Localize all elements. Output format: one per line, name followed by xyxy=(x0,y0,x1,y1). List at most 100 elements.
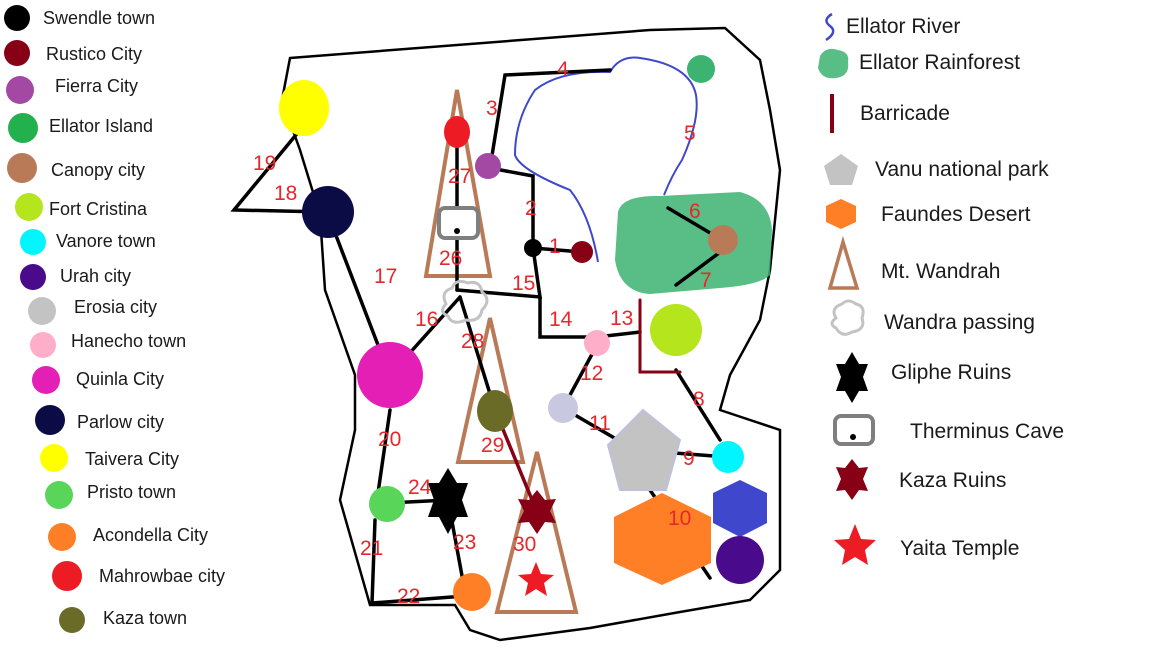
route-number: 24 xyxy=(408,476,432,499)
legend-label: Acondella City xyxy=(93,525,208,545)
cave-icon xyxy=(833,414,875,446)
route-number: 12 xyxy=(580,362,603,385)
rustico-city xyxy=(571,241,593,263)
black-star-icon xyxy=(836,352,868,403)
acondella-city xyxy=(453,573,491,611)
route-number: 21 xyxy=(360,537,383,560)
legend-label: Fierra City xyxy=(55,76,138,96)
route-number: 22 xyxy=(397,585,420,608)
green-circle-icon xyxy=(8,113,38,143)
purple-circle-icon xyxy=(6,76,34,104)
legend-label: Vanu national park xyxy=(875,158,1049,181)
kaza-town xyxy=(477,390,513,432)
route-number: 18 xyxy=(274,182,297,205)
mt-wandrah-south xyxy=(494,451,579,614)
vanu-national-park xyxy=(606,408,682,491)
cyan-circle-icon xyxy=(20,229,46,255)
route-number: 5 xyxy=(684,122,696,145)
gliphe-ruins xyxy=(428,468,468,534)
maroon-star-icon xyxy=(836,459,868,500)
hanecho-town xyxy=(584,330,610,356)
mahrowbae-city xyxy=(444,116,470,148)
grey-circle-icon xyxy=(28,297,56,325)
legend-label: Mt. Wandrah xyxy=(881,260,1000,283)
light-green-circle-icon xyxy=(45,481,73,509)
erosia-city xyxy=(548,393,578,423)
legend-label: Rustico City xyxy=(46,44,142,64)
parlow-city xyxy=(302,186,354,238)
lime-circle-icon xyxy=(15,193,43,221)
ellator-river xyxy=(513,56,698,263)
route-number: 29 xyxy=(481,434,504,457)
river-icon xyxy=(825,12,835,42)
route-number: 8 xyxy=(693,388,705,411)
route-number: 14 xyxy=(549,308,573,331)
mt-wandrah-middle xyxy=(455,317,526,464)
legend-label: Faundes Desert xyxy=(881,203,1031,226)
legend-label: Vanore town xyxy=(56,231,156,251)
route-number: 7 xyxy=(700,269,712,292)
route-number: 6 xyxy=(689,200,701,223)
pentagon-icon xyxy=(824,154,858,185)
legend-label: Barricade xyxy=(860,102,950,125)
kaza-ruins xyxy=(518,490,556,534)
legend-label: Quinla City xyxy=(76,369,164,389)
route-number: 3 xyxy=(486,97,498,120)
route-number: 15 xyxy=(512,272,535,295)
red-circle-icon xyxy=(52,561,82,591)
route-number: 4 xyxy=(557,58,569,81)
navy-circle-icon xyxy=(35,405,65,435)
legend-label: Canopy city xyxy=(51,160,145,180)
legend-label: Urah city xyxy=(60,266,131,286)
legend-label: Ellator Island xyxy=(49,116,153,136)
legend-left: Swendle town Rustico City Fierra City El… xyxy=(4,5,225,633)
ellator-rainforest xyxy=(615,192,772,294)
indigo-circle-icon xyxy=(20,264,46,290)
city-markers xyxy=(279,55,764,611)
canopy-city xyxy=(708,225,738,255)
cloud-icon xyxy=(830,299,865,336)
route-number: 20 xyxy=(378,428,401,451)
route-number: 2 xyxy=(525,197,537,220)
urah-city xyxy=(716,536,764,584)
ellator-island xyxy=(687,55,715,83)
legend-label: Yaita Temple xyxy=(900,537,1019,560)
rainforest-icon xyxy=(818,48,849,79)
legend-label: Taivera City xyxy=(85,449,179,469)
vanore-town xyxy=(712,441,744,473)
legend-label: Kaza town xyxy=(103,608,187,628)
swendle-town xyxy=(524,239,542,257)
legend-label: Gliphe Ruins xyxy=(891,361,1011,384)
legend-label: Kaza Ruins xyxy=(899,469,1006,492)
legend-right: Ellator River Ellator Rainforest Barrica… xyxy=(818,12,1064,565)
orange-circle-icon xyxy=(48,523,76,551)
yellow-circle-icon xyxy=(40,444,68,472)
pink-circle-icon xyxy=(30,332,56,358)
route-numbers: 1 2 3 4 5 6 7 8 9 10 11 12 13 14 15 16 1… xyxy=(253,58,712,608)
route-number: 11 xyxy=(589,412,611,435)
olive-circle-icon xyxy=(59,607,85,633)
yaita-temple xyxy=(518,562,554,596)
faundes-desert xyxy=(614,493,711,585)
route-number: 26 xyxy=(439,247,462,270)
legend-label: Parlow city xyxy=(77,412,164,432)
legend-label: Pristo town xyxy=(87,482,176,502)
route-number: 28 xyxy=(461,330,484,353)
hexagon-icon xyxy=(826,199,856,229)
legend-label: Ellator River xyxy=(846,15,960,38)
dark-red-circle-icon xyxy=(4,40,30,66)
pristo-town xyxy=(369,486,405,522)
route-number: 13 xyxy=(610,307,633,330)
fort-cristina xyxy=(650,304,702,356)
island-outline xyxy=(280,26,782,642)
barricade-icon xyxy=(830,94,834,133)
legend-label: Ellator Rainforest xyxy=(859,51,1020,74)
magenta-circle-icon xyxy=(32,366,60,394)
route-number: 10 xyxy=(668,507,691,530)
route-number: 23 xyxy=(453,531,476,554)
route-number: 9 xyxy=(683,447,695,470)
taivera-city xyxy=(279,80,329,136)
route-number: 19 xyxy=(253,152,276,175)
blue-hexagon xyxy=(713,480,767,537)
